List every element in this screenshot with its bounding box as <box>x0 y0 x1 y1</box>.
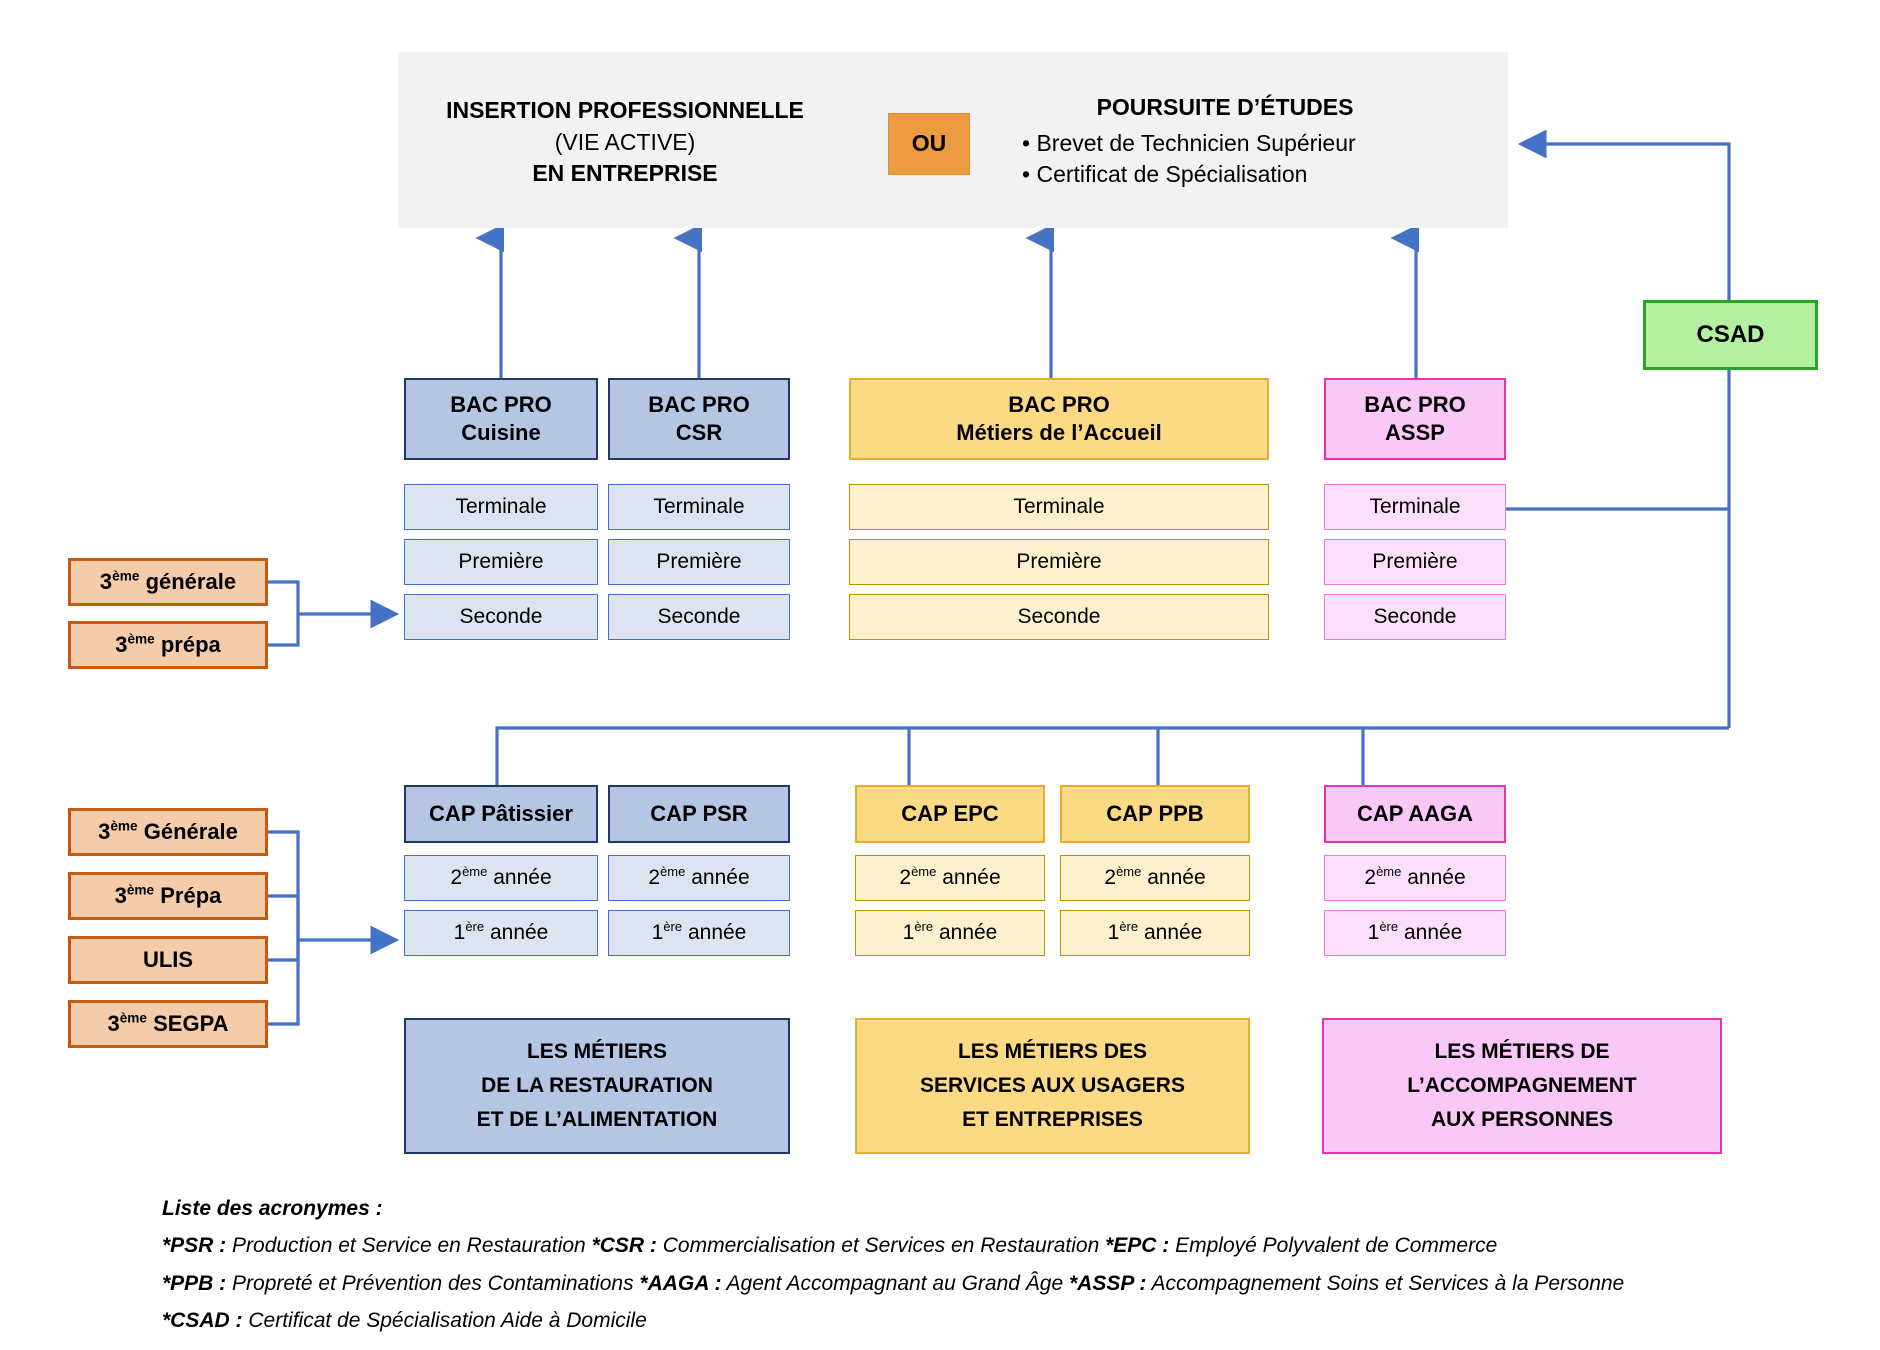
ou-label: OU <box>911 130 947 157</box>
csad-box: CSAD <box>1643 300 1818 370</box>
insertion-entreprise: EN ENTREPRISE <box>532 160 718 187</box>
bacpro-csr-terminale: Terminale <box>608 484 790 530</box>
poursuite-item-1: • Certificat de Spécialisation <box>1022 161 1308 188</box>
cap-epc-annee2: 2ème année <box>855 855 1045 901</box>
cap-aaga-annee2: 2ème année <box>1324 855 1506 901</box>
acronym-line-3: *CSAD : Certificat de Spécialisation Aid… <box>162 1309 647 1333</box>
cap-aaga-header: CAP AAGA <box>1324 785 1506 843</box>
family-accompagnement: LES MÉTIERS DE L’ACCOMPAGNEMENT AUX PERS… <box>1322 1018 1722 1154</box>
cap-psr-annee2: 2ème année <box>608 855 790 901</box>
entry-3eme-generale: 3ème générale <box>68 558 268 606</box>
bacpro-assp-terminale: Terminale <box>1324 484 1506 530</box>
bacpro-csr-line1: BAC PRO <box>648 391 750 417</box>
cap-psr-header: CAP PSR <box>608 785 790 843</box>
ou-badge: OU <box>888 113 970 175</box>
cap-patissier-annee1: 1ère année <box>404 910 598 956</box>
entry-3eme-prepa-cap: 3ème Prépa <box>68 872 268 920</box>
bacpro-cuisine-header: BAC PRO Cuisine <box>404 378 598 460</box>
poursuite-item-0: • Brevet de Technicien Supérieur <box>1022 129 1356 156</box>
family-services-usagers: LES MÉTIERS DES SERVICES AUX USAGERS ET … <box>855 1018 1250 1154</box>
acronym-line-2: *PPB : Propreté et Prévention des Contam… <box>162 1271 1625 1295</box>
bacpro-assp-premiere: Première <box>1324 539 1506 585</box>
bacpro-assp-line1: BAC PRO <box>1364 391 1466 417</box>
insertion-professionnelle-block: INSERTION PROFESSIONNELLE (VIE ACTIVE) E… <box>430 95 820 190</box>
bacpro-cuisine-line1: BAC PRO <box>450 391 552 417</box>
poursuite-title: POURSUITE D’ÉTUDES <box>1096 94 1354 120</box>
bacpro-accueil-line1: BAC PRO <box>1008 391 1110 417</box>
entry-3eme-prepa: 3ème prépa <box>68 621 268 669</box>
bacpro-cuisine-terminale: Terminale <box>404 484 598 530</box>
entry-3eme-generale-cap: 3ème Générale <box>68 808 268 856</box>
bacpro-accueil-header: BAC PRO Métiers de l’Accueil <box>849 378 1269 460</box>
bacpro-csr-seconde: Seconde <box>608 594 790 640</box>
bacpro-assp-seconde: Seconde <box>1324 594 1506 640</box>
insertion-title: INSERTION PROFESSIONNELLE <box>446 97 804 123</box>
cap-ppb-annee1: 1ère année <box>1060 910 1250 956</box>
bacpro-assp-header: BAC PRO ASSP <box>1324 378 1506 460</box>
bacpro-cuisine-premiere: Première <box>404 539 598 585</box>
bacpro-cuisine-line2: Cuisine <box>461 420 541 445</box>
cap-epc-header: CAP EPC <box>855 785 1045 843</box>
acronyms-title: Liste des acronymes : <box>162 1197 383 1220</box>
entry-3eme-segpa: 3ème SEGPA <box>68 1000 268 1048</box>
acronym-line-1: *PSR : Production et Service en Restaura… <box>162 1234 1498 1258</box>
cap-ppb-header: CAP PPB <box>1060 785 1250 843</box>
bacpro-accueil-seconde: Seconde <box>849 594 1269 640</box>
family-restauration: LES MÉTIERS DE LA RESTAURATION ET DE L’A… <box>404 1018 790 1154</box>
bacpro-accueil-premiere: Première <box>849 539 1269 585</box>
csad-label: CSAD <box>1696 320 1765 348</box>
insertion-subtitle: (VIE ACTIVE) <box>554 128 696 155</box>
cap-patissier-annee2: 2ème année <box>404 855 598 901</box>
bacpro-accueil-line2: Métiers de l’Accueil <box>956 420 1162 445</box>
bacpro-cuisine-seconde: Seconde <box>404 594 598 640</box>
cap-aaga-annee1: 1ère année <box>1324 910 1506 956</box>
bacpro-csr-line2: CSR <box>675 420 723 445</box>
bacpro-csr-header: BAC PRO CSR <box>608 378 790 460</box>
poursuite-etudes-block: POURSUITE D’ÉTUDES • Brevet de Technicie… <box>1000 92 1450 191</box>
bacpro-assp-line2: ASSP <box>1385 420 1445 445</box>
bacpro-csr-premiere: Première <box>608 539 790 585</box>
entry-ulis: ULIS <box>68 936 268 984</box>
cap-epc-annee1: 1ère année <box>855 910 1045 956</box>
acronyms-footer: Liste des acronymes : *PSR : Production … <box>162 1190 1842 1340</box>
bacpro-accueil-terminale: Terminale <box>849 484 1269 530</box>
cap-psr-annee1: 1ère année <box>608 910 790 956</box>
cap-ppb-annee2: 2ème année <box>1060 855 1250 901</box>
cap-patissier-header: CAP Pâtissier <box>404 785 598 843</box>
